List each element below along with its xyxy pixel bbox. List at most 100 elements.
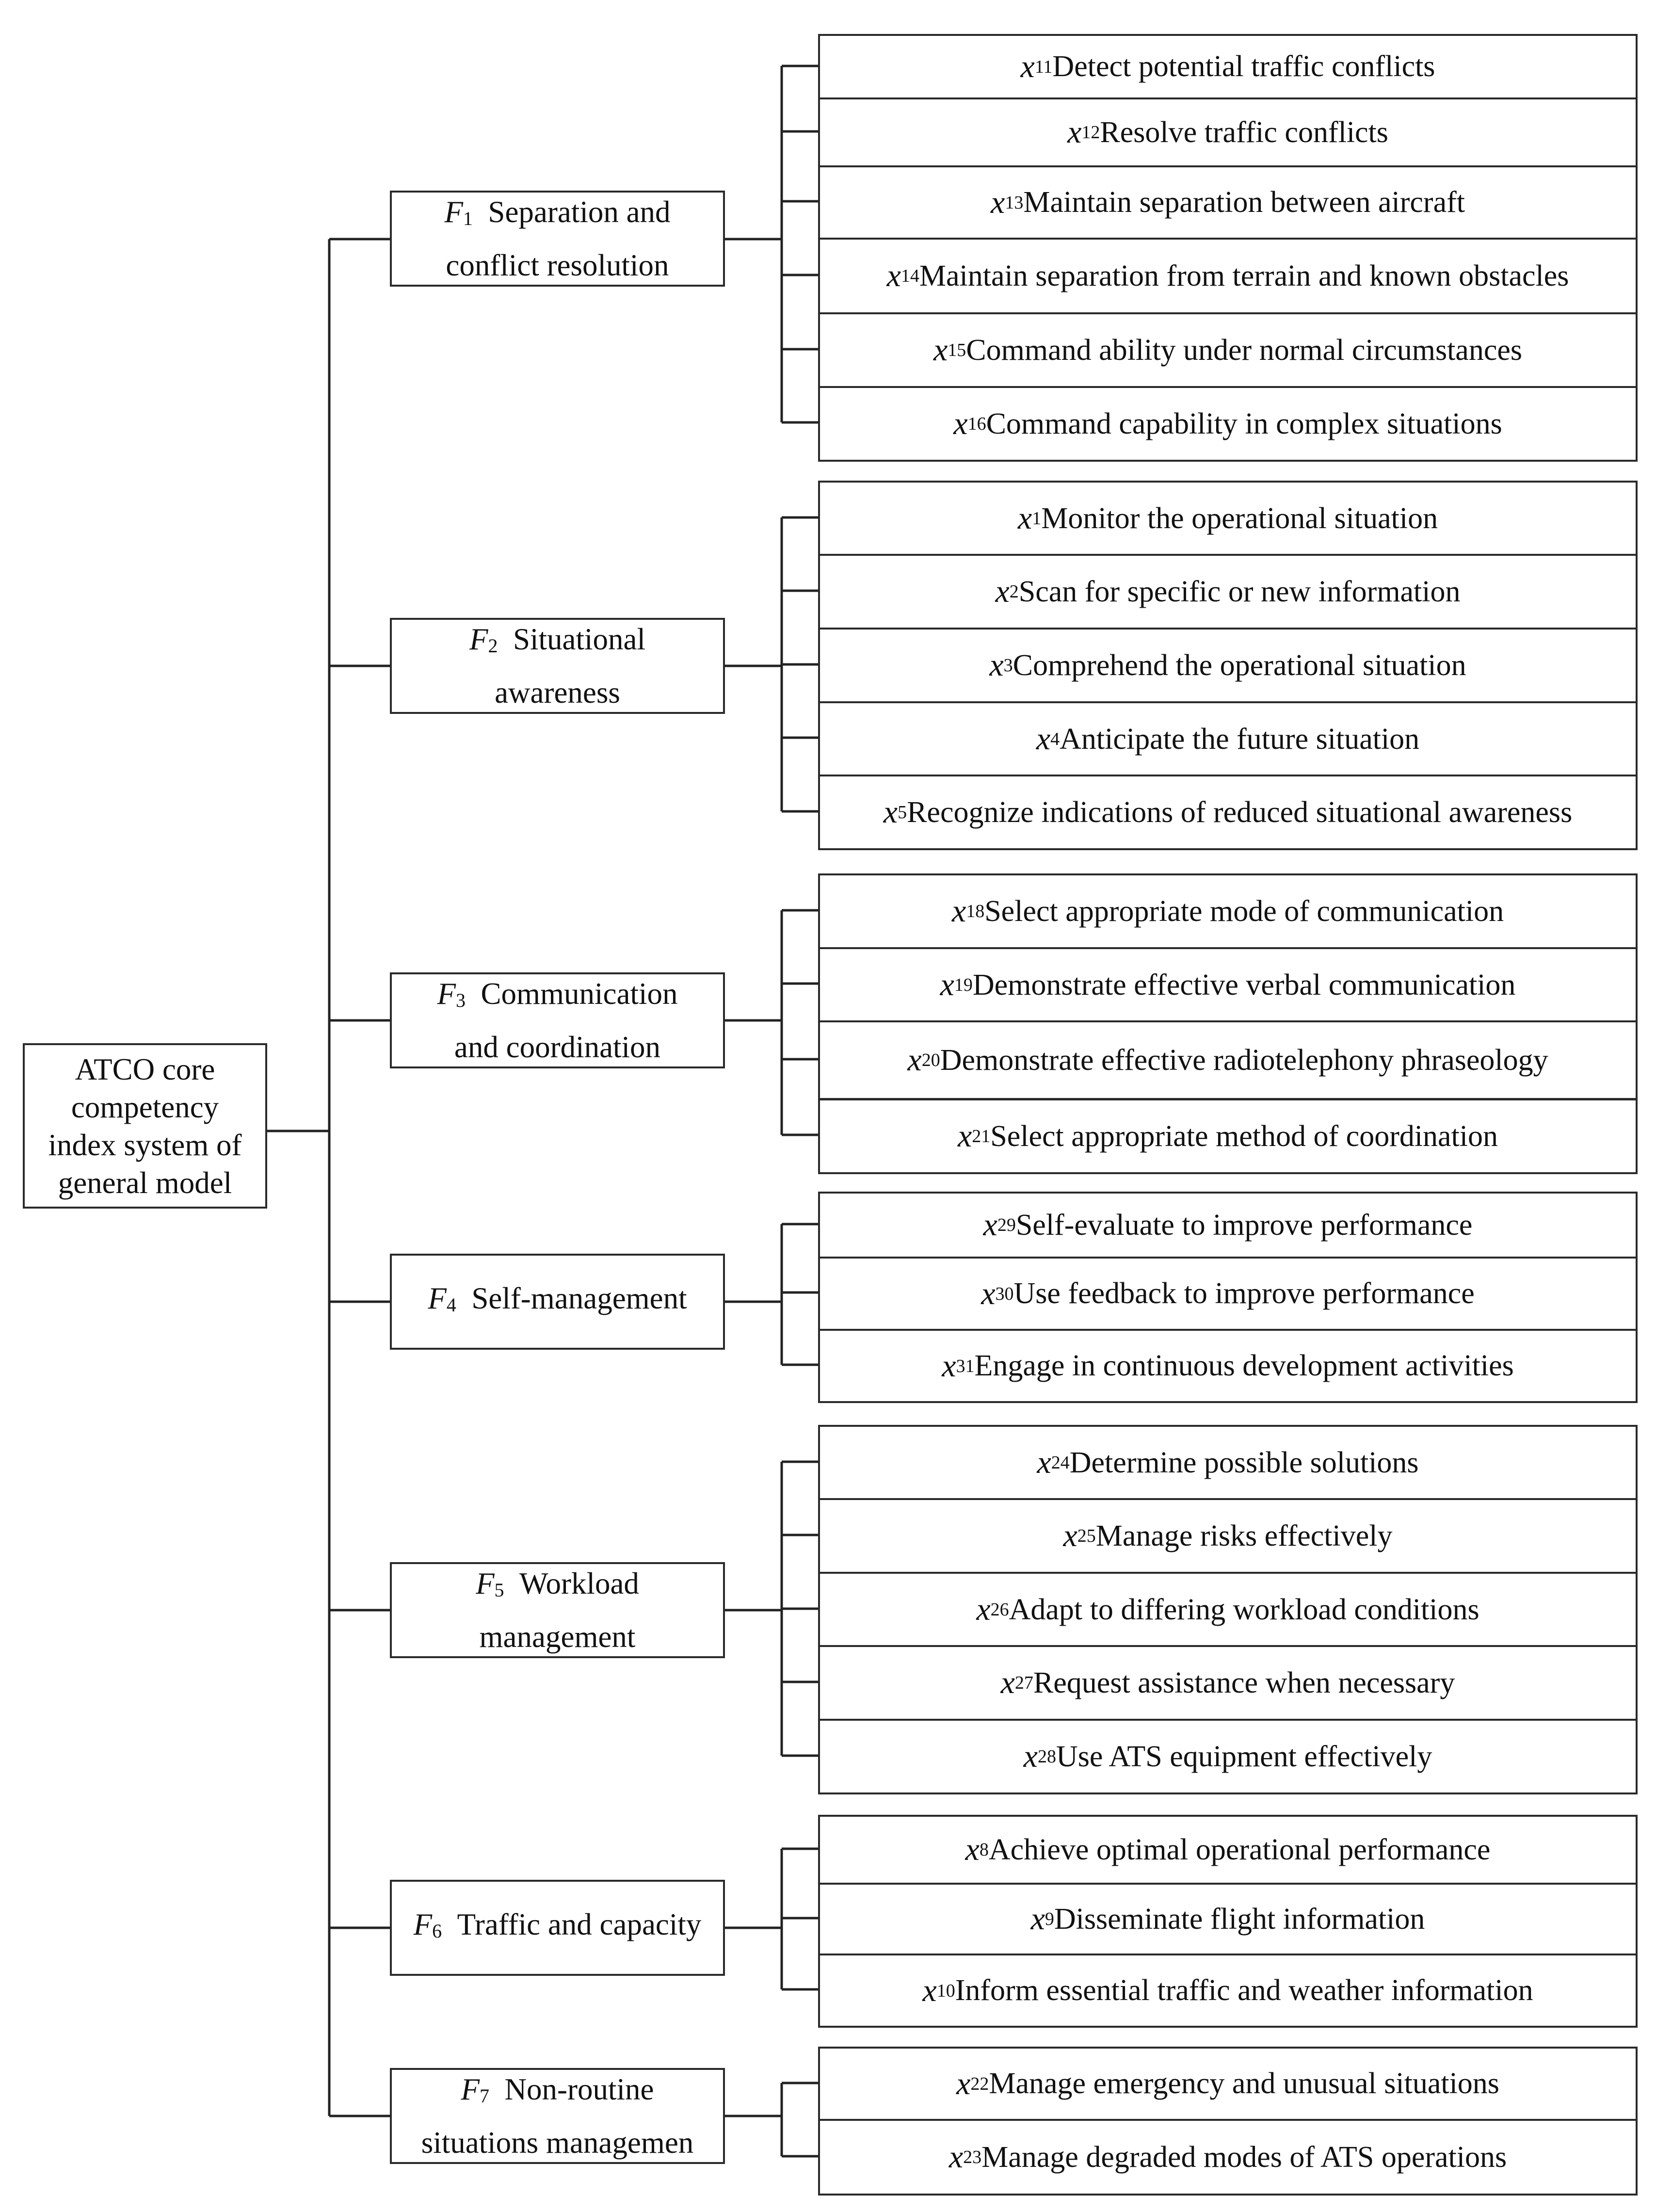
indicator-subscript: 21 bbox=[972, 1126, 991, 1146]
indicator-symbol: x bbox=[951, 893, 966, 929]
indicator-text: Inform essential traffic and weather inf… bbox=[955, 1974, 1533, 2007]
indicator-symbol: x bbox=[883, 794, 898, 830]
indicator-subscript: 3 bbox=[1003, 655, 1013, 676]
indicator-symbol: x bbox=[1030, 1901, 1045, 1937]
indicator-text: Resolve traffic conflicts bbox=[1100, 115, 1388, 149]
factor-label: F6 Traffic and capacity bbox=[414, 1901, 702, 1954]
indicator-text: Maintain separation between aircraft bbox=[1023, 186, 1465, 219]
indicator-text: Engage in continuous development activit… bbox=[974, 1349, 1514, 1382]
indicator-symbol: x bbox=[956, 2066, 971, 2101]
indicator-text: Disseminate flight information bbox=[1054, 1902, 1425, 1936]
factor-node-f6: F6 Traffic and capacity bbox=[390, 1880, 725, 1976]
indicator-symbol: x bbox=[1036, 721, 1051, 757]
indicator-symbol: x bbox=[886, 258, 901, 293]
indicator-text: Manage emergency and unusual situations bbox=[989, 2067, 1499, 2100]
factor-label-line: F2 Situational bbox=[469, 616, 645, 669]
root-label: ATCO core competency index system of gen… bbox=[48, 1052, 242, 1200]
indicator-subscript: 8 bbox=[979, 1840, 989, 1860]
factor-symbol: F bbox=[444, 195, 463, 229]
factor-text: Traffic and capacity bbox=[457, 1907, 702, 1941]
indicator-symbol: x bbox=[1017, 501, 1032, 536]
factor-node-f1: F1 Separation and conflict resolution bbox=[390, 191, 725, 287]
indicator-subscript: 18 bbox=[966, 901, 985, 921]
factor-label-line: situations managemen bbox=[421, 2119, 694, 2166]
indicator-subscript: 28 bbox=[1037, 1746, 1056, 1767]
factor-text: conflict resolution bbox=[446, 248, 669, 282]
factor-label-line: conflict resolution bbox=[444, 242, 670, 289]
indicator-subscript: 30 bbox=[995, 1283, 1014, 1304]
indicator-text: Maintain separation from terrain and kno… bbox=[919, 259, 1569, 292]
indicator-symbol: x bbox=[1023, 1739, 1038, 1774]
indicator-subscript: 23 bbox=[963, 2147, 982, 2167]
indicator-symbol: x bbox=[933, 332, 948, 368]
indicator-subscript: 2 bbox=[1009, 581, 1019, 602]
indicator-symbol: x bbox=[957, 1118, 972, 1154]
root-node: ATCO core competency index system of gen… bbox=[23, 1043, 267, 1209]
indicator-text: Demonstrate effective verbal communicati… bbox=[972, 968, 1516, 1001]
indicator-subscript: 1 bbox=[1032, 508, 1042, 529]
factor-symbol: F bbox=[476, 1566, 495, 1600]
factor-text: Separation and bbox=[488, 195, 671, 229]
indicator-text: Anticipate the future situation bbox=[1060, 722, 1420, 756]
factor-text: Communication bbox=[481, 977, 678, 1011]
indicator-symbol: x bbox=[1037, 1445, 1051, 1480]
indicator-text: Manage risks effectively bbox=[1095, 1519, 1393, 1552]
factor-label: F1 Separation and conflict resolution bbox=[444, 189, 670, 289]
indicator-symbol: x bbox=[991, 184, 1005, 220]
factor-subscript: 2 bbox=[488, 635, 498, 657]
indicator-subscript: 4 bbox=[1050, 729, 1060, 749]
factor-subscript: 7 bbox=[480, 2085, 490, 2107]
indicator-symbol: x bbox=[981, 1276, 996, 1311]
indicator-text: Select appropriate mode of communication bbox=[984, 894, 1504, 928]
factor-label-line: management bbox=[476, 1614, 639, 1660]
indicator-symbol: x bbox=[1067, 114, 1082, 150]
indicator-subscript: 29 bbox=[997, 1215, 1016, 1235]
indicator-text: Achieve optimal operational performance bbox=[988, 1833, 1491, 1866]
indicator-subscript: 16 bbox=[967, 414, 986, 434]
indicator-subscript: 5 bbox=[898, 802, 907, 823]
indicator-subscript: 11 bbox=[1034, 56, 1053, 77]
factor-label-line: F3 Communication bbox=[437, 970, 678, 1024]
factor-label-line: F6 Traffic and capacity bbox=[414, 1901, 702, 1954]
indicator-subscript: 26 bbox=[990, 1599, 1009, 1620]
factor-label-line: and coordination bbox=[437, 1024, 678, 1070]
factor-text: Situational bbox=[513, 622, 645, 656]
factor-text: Workload bbox=[519, 1566, 639, 1600]
factor-subscript: 1 bbox=[463, 208, 473, 229]
indicator-symbol: x bbox=[995, 574, 1010, 609]
indicator-text: Command ability under normal circumstanc… bbox=[966, 333, 1522, 367]
factor-text: Self-management bbox=[471, 1281, 687, 1315]
factor-text: and coordination bbox=[454, 1030, 661, 1064]
indicator-text: Scan for specific or new information bbox=[1018, 575, 1461, 608]
indicator-subscript: 24 bbox=[1051, 1453, 1070, 1473]
indicator-subscript: 14 bbox=[900, 266, 919, 286]
factor-symbol: F bbox=[437, 977, 456, 1011]
indicator-symbol: x bbox=[942, 1348, 956, 1384]
indicator-symbol: x bbox=[922, 1972, 937, 2008]
factor-symbol: F bbox=[428, 1281, 447, 1315]
indicator-text: Detect potential traffic conflicts bbox=[1052, 50, 1435, 83]
